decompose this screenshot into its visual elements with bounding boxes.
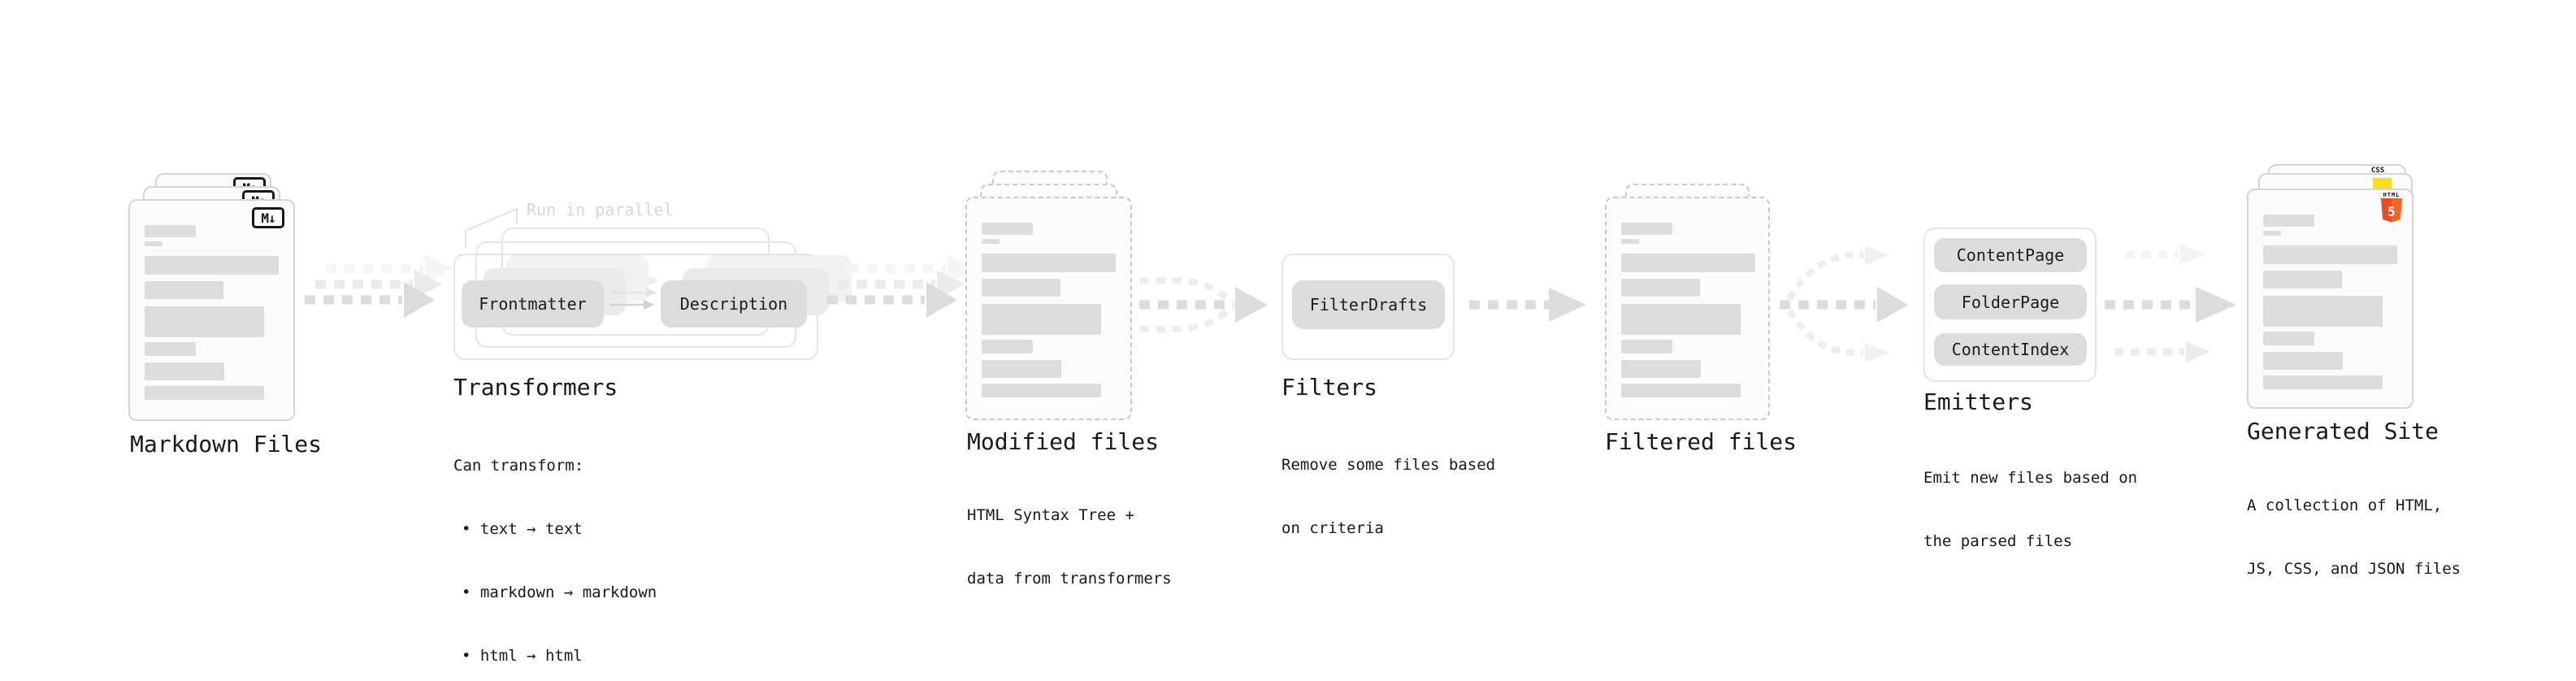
html-file-card-front: HTML 5: [2247, 189, 2413, 409]
text-line-placeholder: [1621, 384, 1741, 397]
text-line-placeholder: [982, 279, 1060, 297]
frontmatter-pill: Frontmatter: [462, 280, 604, 327]
text-line-placeholder: [2263, 245, 2397, 264]
text-line-placeholder: [1621, 304, 1741, 335]
modified-desc-line: HTML Syntax Tree +: [967, 506, 1134, 524]
text-line-placeholder: [2263, 375, 2383, 389]
filters-desc-line: on criteria: [1281, 519, 1384, 537]
text-line-placeholder: [1621, 360, 1701, 378]
markdown-file-card-front: M↓: [128, 199, 295, 421]
text-line-placeholder: [1621, 340, 1672, 354]
generated-site-stack: CSS HTML 5: [2247, 161, 2442, 413]
html5-icon: HTML 5: [2381, 192, 2402, 223]
text-line-placeholder: [145, 362, 224, 380]
filters-desc-line: Remove some files based: [1281, 456, 1496, 474]
filtered-file-card-front: [1605, 197, 1770, 420]
arrow-emitters-to-generated: [2105, 244, 2236, 362]
markdown-files-stack: M↓ M↓ M↓: [128, 173, 323, 425]
text-line-placeholder: [145, 386, 264, 400]
text-line-placeholder: [982, 239, 1000, 244]
contentindex-pill: ContentIndex: [1934, 333, 2087, 366]
text-line-placeholder: [982, 223, 1033, 235]
text-line-placeholder: [2263, 231, 2281, 236]
markdown-icon: M↓: [252, 207, 284, 228]
filterdrafts-pill: FilterDrafts: [1292, 280, 1445, 329]
svg-text:5: 5: [2387, 204, 2396, 219]
modified-files-description: HTML Syntax Tree + data from transformer…: [967, 462, 1172, 631]
pill-arrow-icon: [615, 275, 660, 285]
modified-desc-line: data from transformers: [967, 570, 1172, 588]
transformers-description: Can transform: • text → text • markdown …: [453, 413, 657, 681]
folderpage-pill: FolderPage: [1934, 284, 2087, 319]
emitters-title: Emitters: [1923, 388, 2033, 415]
text-line-placeholder: [145, 225, 196, 237]
generated-desc-line: JS, CSS, and JSON files: [2247, 560, 2461, 578]
arrow-filters-to-filtered: [1469, 288, 1586, 322]
transformers-bullet: • markdown → markdown: [462, 583, 657, 601]
css-icon-label: CSS: [2370, 167, 2385, 175]
text-line-placeholder: [1621, 223, 1672, 235]
pill-arrow-icon: [613, 288, 657, 297]
run-in-parallel-note: Run in parallel: [527, 200, 674, 219]
arrow-modified-to-filters: [1139, 277, 1268, 332]
filters-frame: [1281, 254, 1455, 360]
filtered-files-stack: [1605, 184, 1792, 423]
emitters-desc-line: the parsed files: [1923, 532, 2073, 550]
js-icon: [2373, 178, 2392, 189]
text-line-placeholder: [2263, 215, 2314, 227]
generated-site-title: Generated Site: [2247, 418, 2439, 445]
text-line-placeholder: [1621, 239, 1639, 244]
text-line-placeholder: [982, 384, 1101, 397]
generated-desc-line: A collection of HTML,: [2247, 497, 2443, 514]
text-line-placeholder: [145, 241, 163, 246]
text-line-placeholder: [2263, 271, 2342, 288]
html5-shield: 5: [2381, 198, 2402, 223]
modified-files-stack: [965, 171, 1160, 423]
emitters-desc-line: Emit new files based on: [1923, 469, 2138, 487]
filters-title: Filters: [1281, 374, 1378, 401]
description-pill: Description: [661, 280, 807, 327]
callout-leader-line: [465, 207, 518, 248]
text-line-placeholder: [2263, 296, 2383, 327]
arrow-markdown-to-transformers: [305, 254, 453, 318]
transformers-bullet: • text → text: [462, 520, 583, 538]
text-line-placeholder: [1621, 279, 1700, 297]
markdown-files-title: Markdown Files: [130, 431, 323, 458]
text-line-placeholder: [145, 256, 279, 275]
text-line-placeholder: [982, 360, 1061, 378]
text-line-placeholder: [145, 306, 264, 337]
arrow-filtered-to-emitters: [1780, 245, 1908, 362]
filters-description: Remove some files based on criteria: [1281, 412, 1495, 581]
text-line-placeholder: [982, 304, 1101, 335]
transformers-bullet: • html → html: [462, 647, 583, 665]
transformers-title: Transformers: [453, 374, 618, 401]
arrow-transformers-to-modified: [827, 254, 975, 318]
text-line-placeholder: [982, 254, 1116, 272]
generated-site-description: A collection of HTML, JS, CSS, and JSON …: [2247, 453, 2461, 622]
contentpage-pill: ContentPage: [1934, 238, 2087, 272]
html5-icon-label: HTML: [2383, 192, 2400, 198]
text-line-placeholder: [2263, 332, 2314, 345]
modified-files-title: Modified files: [967, 428, 1160, 455]
modified-file-card-front: [965, 197, 1132, 420]
emitters-description: Emit new files based on the parsed files: [1923, 425, 2137, 594]
text-line-placeholder: [2263, 352, 2343, 370]
emitters-frame: [1923, 228, 2097, 382]
filtered-files-title: Filtered files: [1605, 428, 1798, 455]
pill-arrow-icon: [610, 300, 655, 310]
text-line-placeholder: [145, 342, 196, 356]
text-line-placeholder: [1621, 254, 1755, 272]
transformers-desc-heading: Can transform:: [453, 457, 584, 475]
text-line-placeholder: [982, 340, 1033, 354]
text-line-placeholder: [145, 281, 223, 299]
